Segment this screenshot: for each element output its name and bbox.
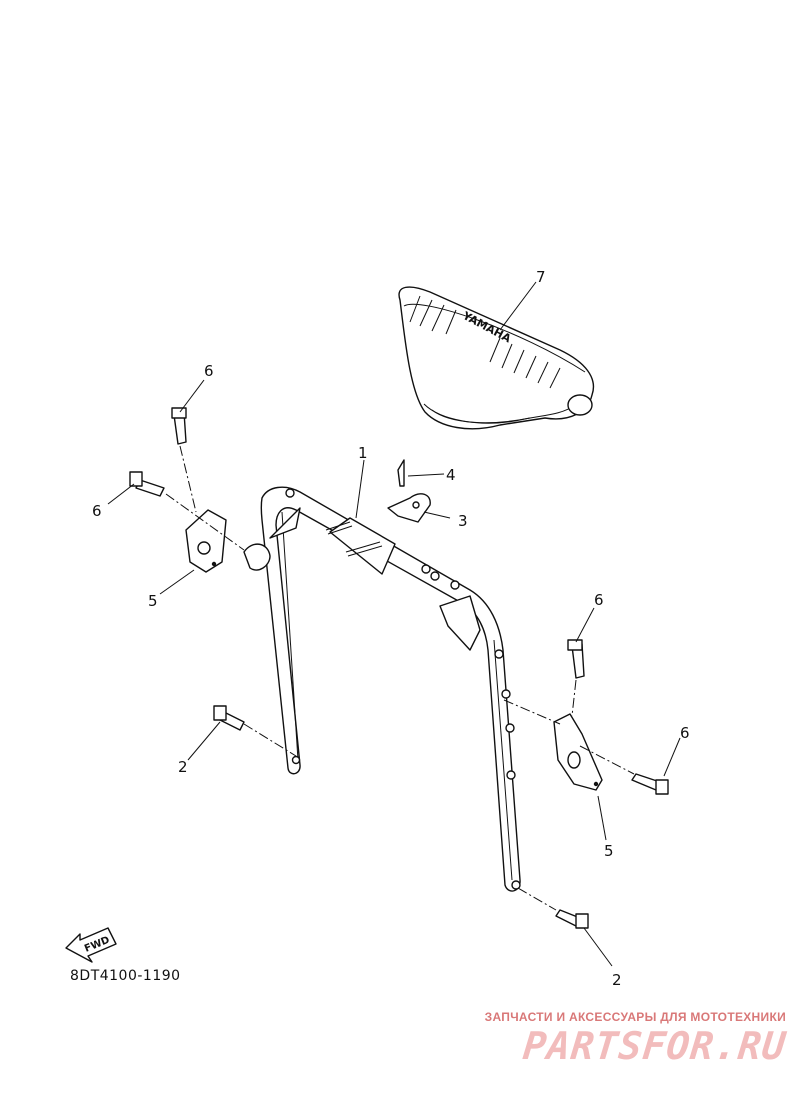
callout-7: 7 (536, 268, 546, 286)
rivet-part (397, 459, 405, 487)
watermark-logo: PARTSFOR.RU (521, 1024, 789, 1068)
leader-lines (107, 281, 681, 967)
callout-1: 1 (358, 444, 368, 462)
diagram-part-code: 8DT4100-1190 (70, 968, 181, 984)
bolt-2-right (555, 909, 589, 929)
bolt-6-right-top (567, 639, 585, 679)
callout-5-left: 5 (148, 592, 158, 610)
callout-6-right: 6 (680, 724, 690, 742)
callout-4: 4 (446, 466, 456, 484)
left-bracket-part (185, 509, 271, 573)
clip-part (387, 493, 431, 523)
callout-5-right: 5 (604, 842, 614, 860)
bolt-6-top-left (171, 407, 187, 445)
fwd-arrow-icon: FWD (65, 927, 117, 963)
bolt-2-left (213, 705, 245, 731)
callout-6-top-left: 6 (204, 362, 214, 380)
bolt-6-left (129, 471, 165, 497)
callout-6-left: 6 (92, 502, 102, 520)
callout-3: 3 (458, 512, 468, 530)
callout-2-left: 2 (178, 758, 188, 776)
callout-6-right-top: 6 (594, 591, 604, 609)
assembly-lines (165, 445, 635, 911)
watermark-caption: ЗАПЧАСТИ И АКСЕССУАРЫ ДЛЯ МОТОТЕХНИКИ (484, 1010, 786, 1024)
bolt-6-right (631, 773, 669, 795)
seat-part: YAMAHA (398, 286, 595, 430)
handle-frame-part (260, 486, 521, 892)
right-bracket-part (553, 713, 603, 791)
callout-2-right: 2 (612, 971, 622, 989)
